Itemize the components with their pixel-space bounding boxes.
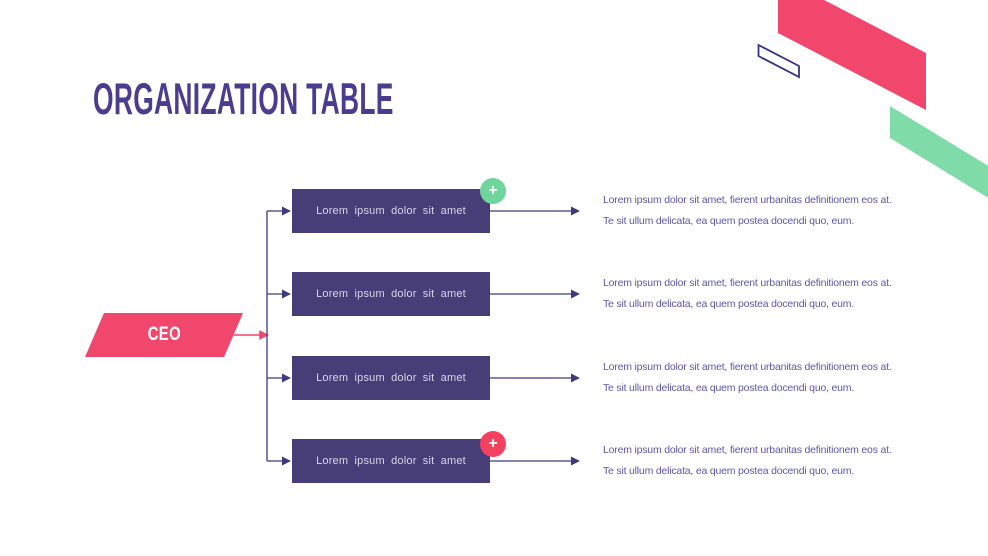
node-description-line2: Te sit ullum delicata, ea quem postea do… <box>603 382 855 394</box>
node-description-line2: Te sit ullum delicata, ea quem postea do… <box>603 298 855 310</box>
decorative-outline-parallelogram <box>757 43 800 79</box>
plus-badge-icon: + <box>480 178 506 204</box>
org-node: Lorem ipsum dolor sit amet <box>292 356 490 400</box>
node-description: Lorem ipsum dolor sit amet, fierent urba… <box>603 273 933 315</box>
org-node: Lorem ipsum dolor sit amet + <box>292 178 506 233</box>
org-node-label: Lorem ipsum dolor sit amet <box>316 205 466 217</box>
org-node-label: Lorem ipsum dolor sit amet <box>316 288 466 300</box>
node-description-line2: Te sit ullum delicata, ea quem postea do… <box>603 465 855 477</box>
slide-title: ORGANIZATION TABLE <box>93 74 394 124</box>
node-description-line1: Lorem ipsum dolor sit amet, fierent urba… <box>603 444 892 456</box>
node-description-line1: Lorem ipsum dolor sit amet, fierent urba… <box>603 194 892 206</box>
node-description-line1: Lorem ipsum dolor sit amet, fierent urba… <box>603 361 892 373</box>
node-description: Lorem ipsum dolor sit amet, fierent urba… <box>603 440 933 482</box>
org-node-label: Lorem ipsum dolor sit amet <box>316 372 466 384</box>
node-description-line1: Lorem ipsum dolor sit amet, fierent urba… <box>603 277 892 289</box>
node-description: Lorem ipsum dolor sit amet, fierent urba… <box>603 357 933 399</box>
org-node: Lorem ipsum dolor sit amet + <box>292 431 506 483</box>
node-description: Lorem ipsum dolor sit amet, fierent urba… <box>603 190 933 232</box>
ceo-node-label: CEO <box>147 324 181 345</box>
plus-badge-icon: + <box>480 431 506 457</box>
decorative-pink-parallelogram <box>778 0 926 110</box>
decorative-green-parallelogram <box>890 106 988 198</box>
org-node-label: Lorem ipsum dolor sit amet <box>316 455 466 467</box>
node-description-line2: Te sit ullum delicata, ea quem postea do… <box>603 215 855 227</box>
org-node: Lorem ipsum dolor sit amet <box>292 272 490 316</box>
ceo-node: CEO <box>85 313 243 357</box>
